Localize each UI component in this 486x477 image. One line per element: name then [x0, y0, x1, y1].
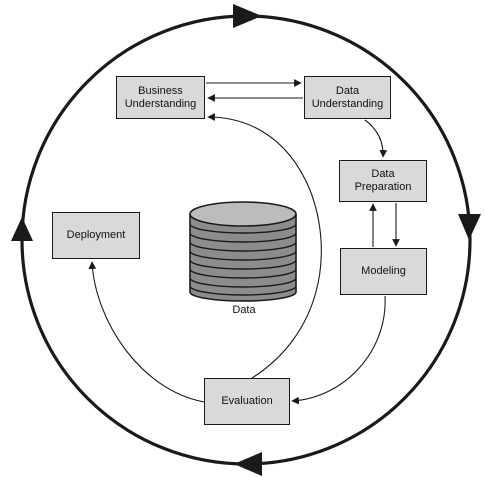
cycle-arrowhead-bottom	[234, 452, 262, 476]
arrow-evaluation-to-business	[207, 113, 322, 379]
arrow-data-understanding-to-preparation	[364, 119, 388, 158]
node-business-understanding: Business Understanding	[116, 76, 205, 119]
node-modeling: Modeling	[340, 248, 427, 295]
data-label: Data	[232, 304, 256, 316]
node-deployment: Deployment	[52, 212, 140, 259]
cycle-arrowhead-top	[233, 4, 262, 28]
database-icon	[189, 201, 297, 302]
node-data-understanding: Data Understanding	[304, 76, 391, 119]
cycle-arrowhead-left	[11, 217, 33, 241]
arrow-evaluation-to-deployment	[88, 261, 205, 403]
cycle-arrowhead-right	[458, 214, 481, 240]
node-evaluation: Evaluation	[204, 378, 290, 425]
arrow-modeling-to-evaluation	[291, 295, 386, 405]
node-data-preparation: Data Preparation	[339, 160, 427, 202]
